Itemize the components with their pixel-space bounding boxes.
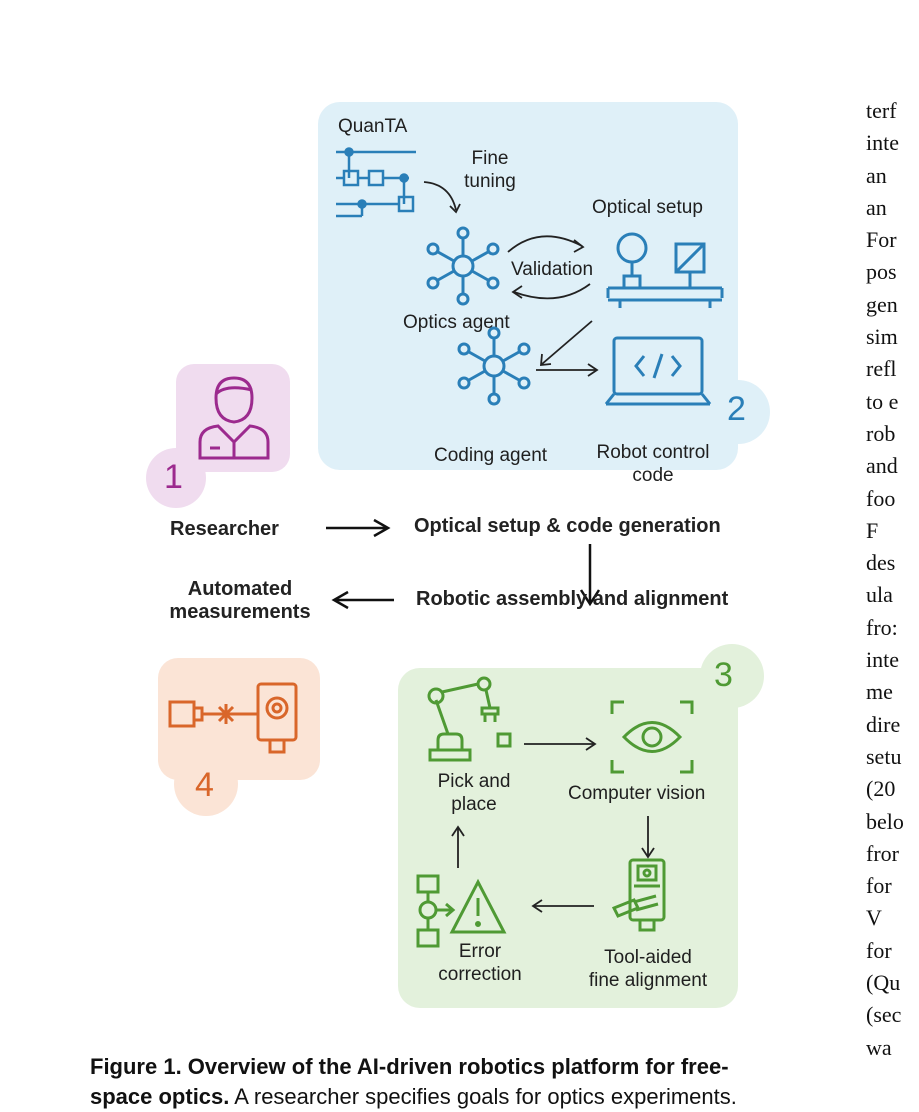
right-column-line: inte [866,647,899,673]
right-column-line: dire [866,711,901,737]
right-column-line: an [866,194,887,220]
right-column-line: inte [866,130,899,156]
right-column-line: me [866,679,893,705]
computer-vision-label: Computer vision [568,783,706,804]
panel-number-2: 2 [727,390,746,428]
optical-setup-label: Optical setup [592,197,703,218]
quanta-panel [318,102,738,470]
tool-to-error-arrow [531,899,594,913]
to-measurements-arrow [331,590,394,610]
right-column-line: for [866,873,892,899]
measurement-number-4: 4 [195,766,214,804]
panel-3-badge [700,644,764,708]
optics-agent-label: Optics agent [403,312,510,333]
researcher-badge [146,448,206,508]
right-column-line: sim [866,324,898,350]
right-column-line: gen [866,291,898,317]
right-column-line: ula [866,582,893,608]
pick-to-vision-arrow [524,737,597,751]
coding-agent-network-icon [457,326,531,406]
right-column-line: fror [866,840,899,866]
right-column-line: refl [866,356,897,382]
right-column-line: rob [866,420,896,446]
right-column-line: to e [866,388,899,414]
right-column-line: (Qu [866,970,901,996]
robotic-assembly-alignment-label: Robotic assembly and alignment [416,588,729,610]
robotics-panel [398,668,738,1008]
down-arrow [579,544,601,607]
right-column-line: terf [866,98,897,123]
caption-line-1: Figure 1. Overview of the AI-driven robo… [90,1054,729,1079]
tool-alignment-icon [611,858,666,932]
right-column-line: fro: [866,614,898,640]
optical-setup-code-generation-label: Optical setup & code generation [414,515,721,537]
right-column-line: for [866,937,892,963]
robot-arm-icon [427,676,512,762]
right-column-line: V [866,905,882,931]
right-column-line: foo [866,485,896,511]
caption-line-2: space optics. A researcher specifies goa… [90,1084,737,1109]
fine-tuning-arrow [423,181,461,214]
vision-to-tool-arrow [641,816,655,859]
right-column-line: (20 [866,776,896,802]
panel-2-badge [706,380,770,444]
right-column-line: pos [866,259,897,285]
researcher-label: Researcher [170,518,279,540]
researcher-number-1: 1 [164,458,183,496]
right-column-line: and [866,453,898,479]
optics-agent-network-icon [426,226,500,306]
researcher-to-setup-arrow [326,518,391,538]
right-column-line: F [866,517,879,543]
computer-vision-eye-icon [610,700,694,774]
right-column-line: For [866,227,897,253]
right-column-line: des [866,550,896,576]
right-column-line: wa [866,1034,892,1060]
figure-caption: Figure 1. Overview of the AI-driven robo… [90,1052,850,1112]
setup-to-coding-arrow [540,320,593,367]
panel-number-3: 3 [714,656,733,694]
right-column-line: (sec [866,1002,902,1028]
measurement-badge [174,752,238,816]
error-correction-icon [416,874,507,948]
quantum-circuit-icon [336,147,416,218]
coding-to-code-arrow [536,363,599,377]
validation-arrows [507,235,591,300]
laptop-code-icon [604,336,712,406]
quanta-title: QuanTA [338,116,408,137]
validation-label: Validation [511,259,594,280]
right-column-line: setu [866,743,902,769]
researcher-person-icon [198,376,270,460]
coding-agent-label: Coding agent [434,445,548,466]
error-to-pick-arrow [451,825,465,868]
right-column-line: belo [866,808,904,834]
optical-setup-icon [606,232,724,308]
laser-detector-icon [168,682,298,754]
right-column-line: an [866,162,887,188]
